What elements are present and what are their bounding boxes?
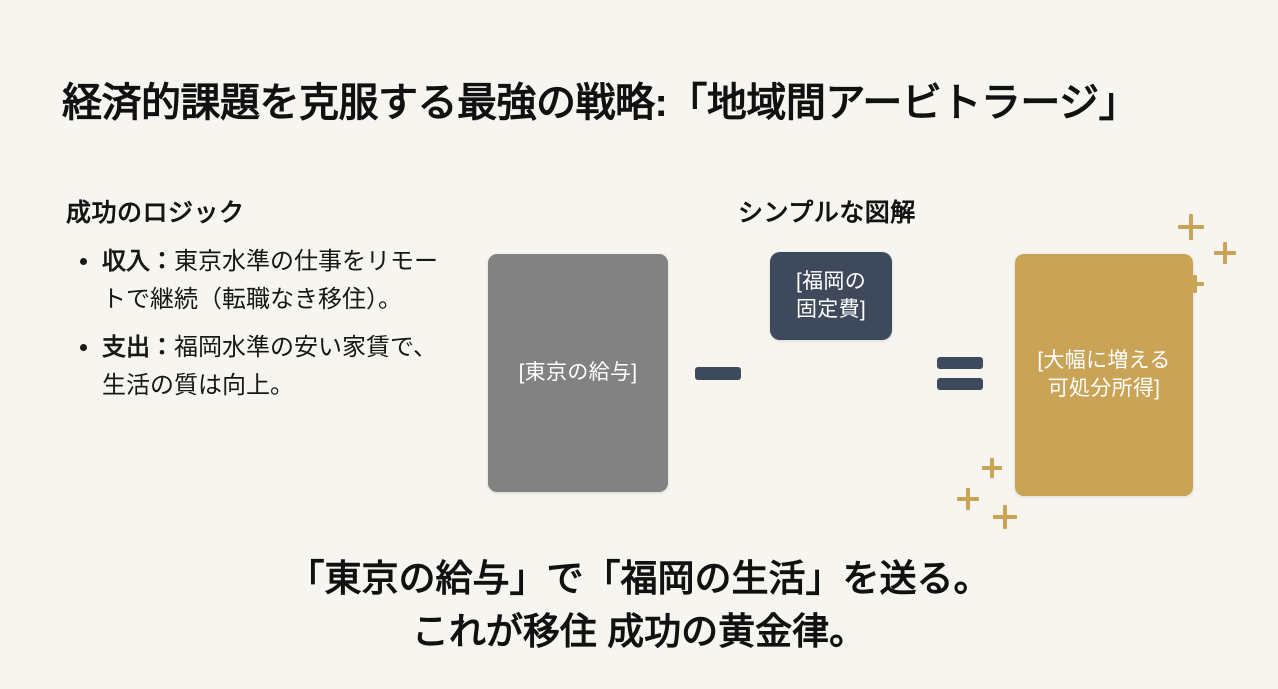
logic-bullet-list: 収入：東京水準の仕事をリモートで継続（転職なき移住）。 支出：福岡水準の安い家賃… [66,243,438,415]
sparkle-icon [1186,275,1204,293]
equals-bar-bottom [937,377,983,390]
list-item: 支出：福岡水準の安い家賃で、生活の質は向上。 [66,329,438,405]
conclusion-text: 「東京の給与」で「福岡の生活」を送る。 これが移住 成功の黄金律。 [0,552,1278,659]
equals-bar-top [937,356,983,369]
sparkle-icon [993,505,1017,529]
sparkle-icon [957,488,979,510]
minus-operator-icon [690,355,746,391]
page-title: 経済的課題を克服する最強の戦略:「地域間アービトラージ」 [62,80,1139,125]
conclusion-line-1: 「東京の給与」で「福岡の生活」を送る。 [287,558,991,599]
arbitrage-diagram: [東京の給与] [福岡の 固定費] [大幅に増える 可処分所得] [470,200,1230,530]
list-item: 収入：東京水準の仕事をリモートで継続（転職なき移住）。 [66,243,438,319]
disposable-income-label: [大幅に増える 可処分所得] [1037,347,1170,403]
bullet-lead: 収入： [102,248,174,275]
diagram-section-heading: シンプルな図解 [738,198,916,227]
sparkle-icon [1214,242,1236,264]
sparkle-icon [982,458,1002,478]
disposable-income-box: [大幅に増える 可処分所得] [1015,254,1193,496]
fukuoka-fixed-cost-box: [福岡の 固定費] [770,252,892,340]
conclusion-line-2: これが移住 成功の黄金律。 [411,611,867,653]
tokyo-salary-label: [東京の給与] [518,361,638,385]
bullet-lead: 支出： [102,333,174,361]
bullet-text: 東京水準の仕事をリモートで継続（転職なき移住）。 [102,248,438,313]
disposable-income-label-line2: 可処分所得] [1047,377,1161,400]
fukuoka-fixed-cost-label-line2: 固定費] [795,298,867,321]
logic-section-heading: 成功のロジック [66,198,245,227]
equals-operator-icon [932,348,988,398]
minus-bar [695,366,741,380]
disposable-income-label-line1: [大幅に増える [1037,349,1171,373]
fukuoka-fixed-cost-label: [福岡の 固定費] [796,268,866,324]
sparkle-icon [1178,214,1204,240]
tokyo-salary-box: [東京の給与] [488,254,668,492]
fukuoka-fixed-cost-label-line1: [福岡の [795,270,867,294]
bullet-text: 福岡水準の安い家賃で、生活の質は向上。 [102,333,438,399]
